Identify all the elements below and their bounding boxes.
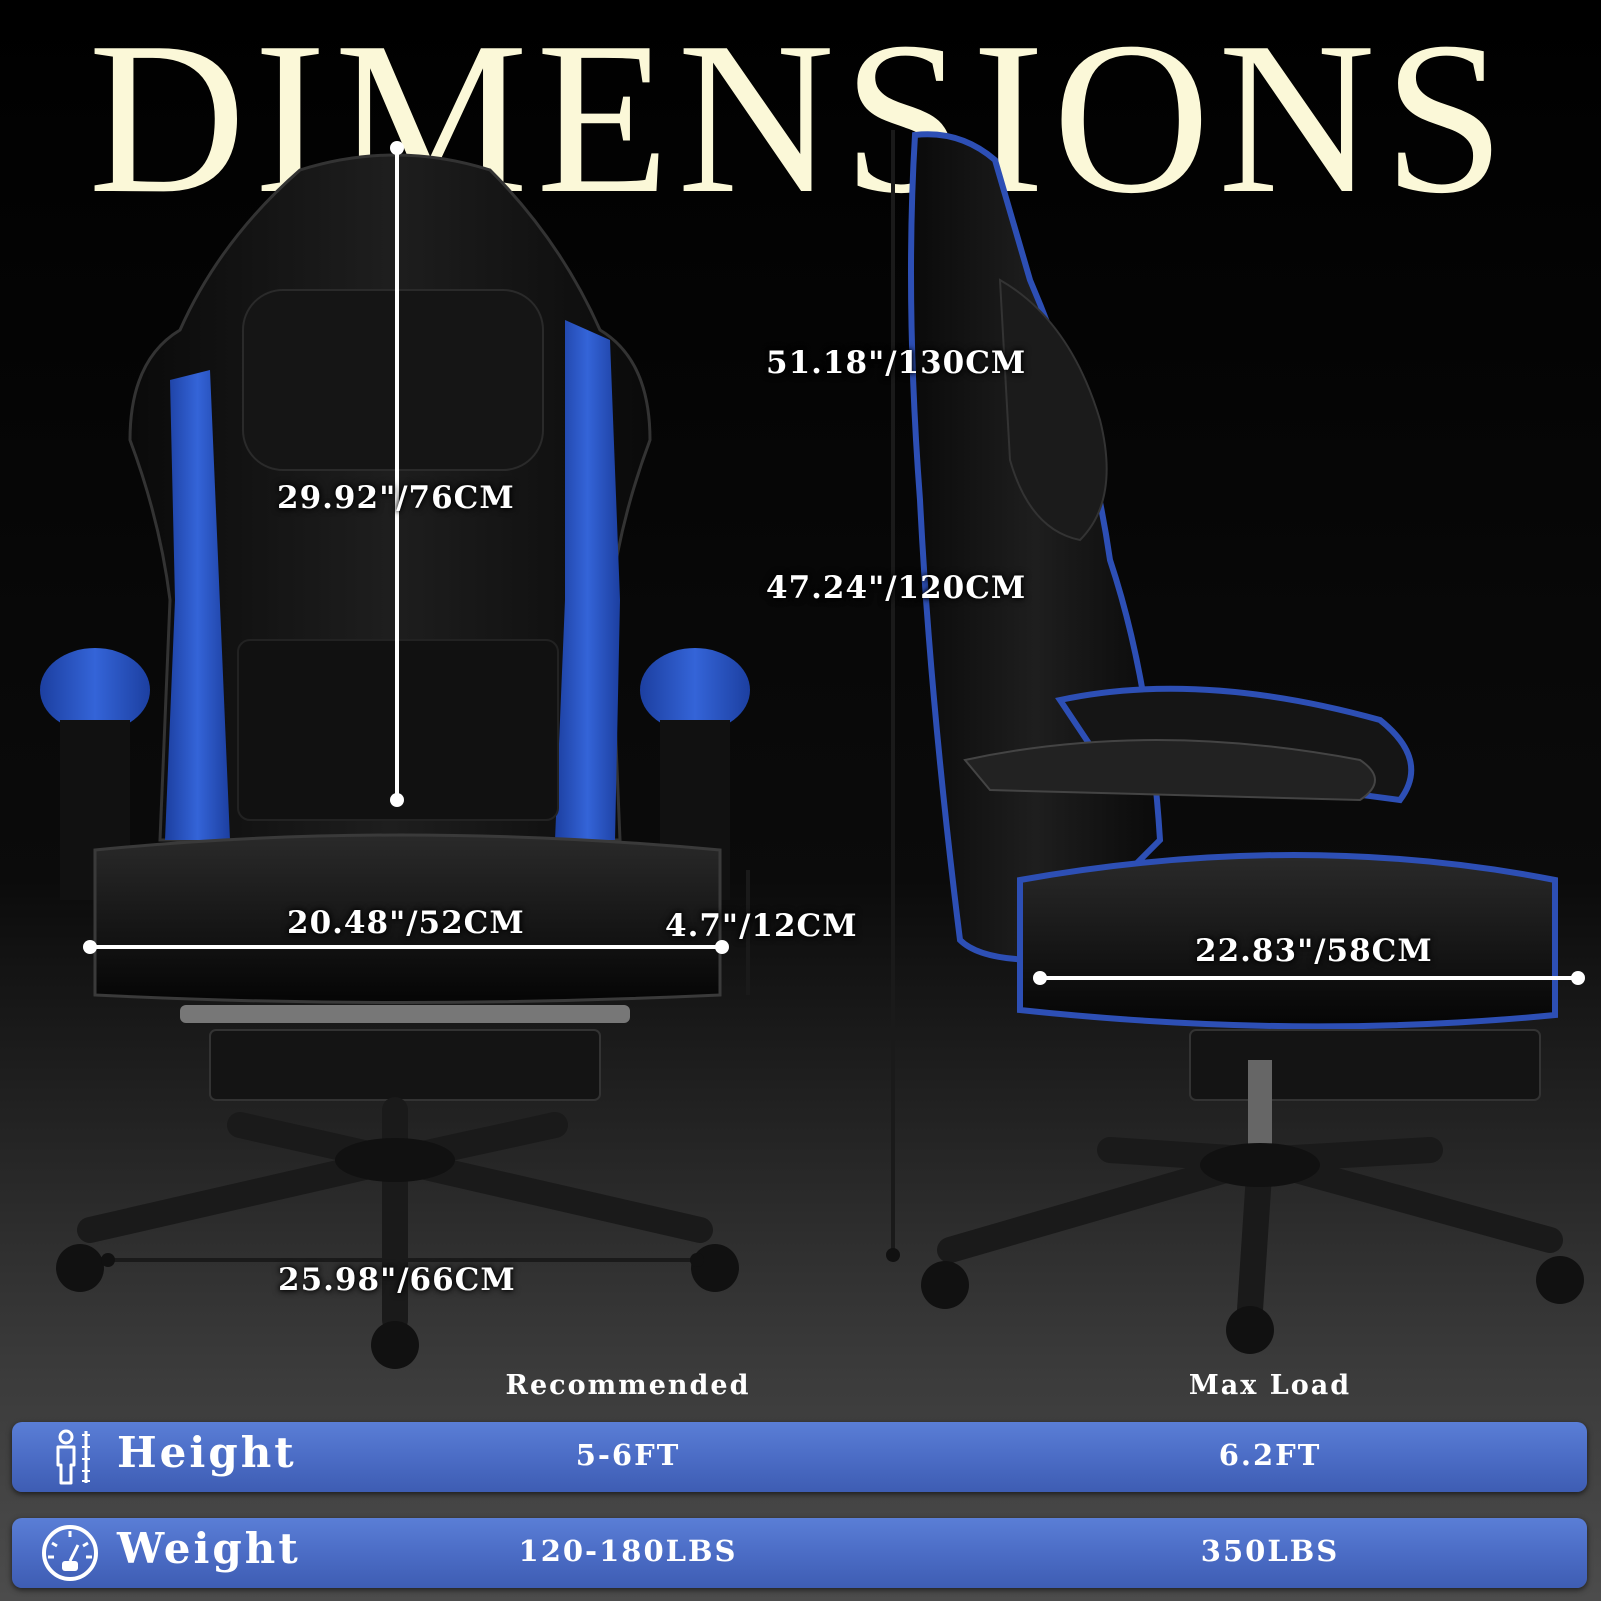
spec-row-weight: Weight 120-180LBS 350LBS bbox=[12, 1518, 1587, 1588]
spec-weight-max: 350LBS bbox=[1200, 1534, 1340, 1568]
back-height-endpoint bbox=[390, 793, 404, 807]
seat-width-endpoint bbox=[83, 940, 97, 954]
seat-depth-endpoint bbox=[1033, 971, 1047, 985]
base-width-endpoint bbox=[101, 1253, 115, 1267]
side-chair bbox=[908, 131, 1584, 1354]
front-footrest-rail bbox=[180, 1005, 630, 1023]
side-caster bbox=[1226, 1306, 1274, 1354]
front-blue-stripe-right bbox=[555, 320, 620, 840]
side-base bbox=[937, 1137, 1563, 1323]
side-footrest bbox=[1189, 1029, 1541, 1101]
front-base-hub bbox=[335, 1138, 455, 1182]
side-caster bbox=[921, 1261, 969, 1309]
front-base bbox=[77, 1097, 713, 1333]
spec-height-max: 6.2FT bbox=[1218, 1438, 1322, 1472]
total-height-max-label: 51.18"/130CM bbox=[766, 345, 1027, 381]
base-width-endpoint bbox=[690, 1253, 704, 1267]
seat-thickness-label: 4.7"/12CM bbox=[665, 908, 858, 944]
front-caster bbox=[56, 1244, 104, 1292]
seat-width-label: 20.48"/52CM bbox=[287, 905, 525, 941]
seat-depth-label: 22.83"/58CM bbox=[1195, 933, 1433, 969]
side-seat-cushion bbox=[1017, 852, 1558, 1030]
front-armrest-right bbox=[640, 648, 750, 732]
side-headrest-pillow bbox=[998, 278, 1108, 542]
total-height-endpoint bbox=[886, 1248, 900, 1262]
front-chair bbox=[40, 153, 750, 1369]
front-armrest-left bbox=[40, 648, 150, 732]
column-header-recommended: Recommended bbox=[505, 1370, 751, 1401]
side-base-hub bbox=[1200, 1143, 1320, 1187]
base-width-label: 25.98"/66CM bbox=[278, 1262, 516, 1298]
column-header-max-load: Max Load bbox=[1188, 1370, 1352, 1401]
seat-width-endpoint bbox=[715, 940, 729, 954]
back-height-endpoint bbox=[390, 141, 404, 155]
side-armrest bbox=[963, 739, 1376, 802]
person-height-icon bbox=[56, 1429, 90, 1485]
spec-weight-recommended: 120-180LBS bbox=[518, 1534, 738, 1568]
front-footrest bbox=[209, 1029, 601, 1101]
front-seat-cushion bbox=[93, 833, 722, 1004]
front-blue-stripe-left bbox=[165, 370, 230, 840]
side-caster bbox=[1536, 1256, 1584, 1304]
spec-label-height: Height bbox=[117, 1428, 297, 1477]
total-height-min-label: 47.24"/120CM bbox=[766, 570, 1027, 606]
seat-depth-endpoint bbox=[1571, 971, 1585, 985]
spec-row-height: Height 5-6FT 6.2FT bbox=[12, 1422, 1587, 1492]
side-backrest bbox=[908, 131, 1164, 964]
spec-label-weight: Weight bbox=[117, 1524, 301, 1573]
front-caster bbox=[371, 1321, 419, 1369]
spec-height-recommended: 5-6FT bbox=[575, 1438, 681, 1472]
back-height-label: 29.92"/76CM bbox=[277, 480, 515, 516]
scale-gauge-icon bbox=[42, 1525, 98, 1581]
front-caster bbox=[691, 1244, 739, 1292]
dimension-lines bbox=[83, 130, 1585, 1267]
front-headrest-pillow bbox=[242, 289, 544, 471]
